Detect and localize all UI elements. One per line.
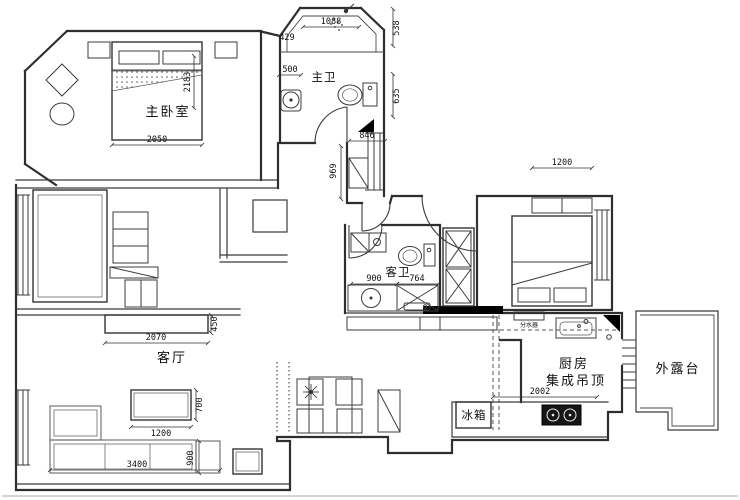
bath-vanity — [280, 89, 302, 112]
door-bedroom2 — [421, 195, 478, 252]
door-guest-bath — [348, 224, 383, 259]
door-entry — [361, 202, 391, 232]
label-fridge: 冰箱 — [462, 408, 487, 422]
dim-tv-depth: 450 — [210, 316, 220, 331]
window-bedroom2-left — [15, 194, 30, 296]
dim-gb-sink: 900 — [366, 274, 381, 284]
dim-gb-washer: 764 — [409, 274, 424, 284]
window-living-left — [15, 389, 30, 466]
bedroom-chair — [45, 63, 79, 97]
wall-niche-right — [214, 41, 238, 59]
wall-niche-left — [87, 41, 111, 59]
kitchen-corner-mark — [603, 315, 620, 332]
dim-table-depth: 700 — [195, 397, 205, 412]
walls — [2, 6, 738, 497]
guest-bath-toilet — [398, 243, 436, 267]
master-bed — [111, 41, 203, 141]
kitchen-slide-door — [492, 315, 618, 430]
dim-bed-length: 2183 — [183, 72, 193, 92]
second-bedroom-bed — [32, 189, 108, 303]
dining-cabinet — [377, 389, 401, 433]
dim-entry-window: 846 — [359, 131, 374, 141]
stove-icon — [541, 404, 582, 426]
tv-cabinet — [104, 314, 209, 334]
hall-counter — [346, 316, 498, 331]
second-bedroom-cabinet — [109, 211, 159, 308]
window-bedroom-right — [594, 209, 610, 281]
wardrobe — [442, 227, 475, 307]
dim-sofa-depth: 900 — [186, 450, 196, 465]
fridge-box — [455, 401, 492, 429]
doors — [314, 106, 478, 259]
manifold-box — [513, 311, 545, 321]
label-manifold: 分水器 — [520, 321, 538, 329]
dim-entry-side: 969 — [329, 163, 339, 178]
dim-kitchen-width: 2002 — [530, 387, 550, 397]
plant-icon — [303, 384, 319, 400]
bedroom2-closet — [531, 197, 593, 214]
bedroom-table — [49, 102, 75, 126]
entry-corner-mark — [358, 119, 374, 132]
shower-area — [286, 3, 377, 52]
coffee-table — [130, 389, 192, 421]
dim-b2-closet: 1200 — [552, 158, 572, 168]
entry-shoe-cabinet — [348, 157, 369, 189]
label-kitchen-ceiling: 集成吊顶 — [546, 373, 606, 389]
label-master-bath: 主卫 — [312, 70, 337, 84]
furniture — [32, 3, 618, 475]
basin-icon — [361, 288, 381, 308]
label-living-room: 客厅 — [157, 350, 187, 366]
solid-wall-mark — [423, 306, 503, 314]
dim-tv-width: 2070 — [146, 333, 166, 343]
window-kitchen-terrace — [622, 339, 636, 389]
label-guest-bath: 客卫 — [386, 265, 411, 279]
label-master-bedroom: 主卧室 — [145, 104, 190, 120]
dim-toilet-side: 635 — [392, 88, 402, 103]
dim-sofa-width: 3400 — [127, 460, 147, 470]
dim-bed-width: 2050 — [147, 135, 167, 145]
dim-table-width: 1200 — [151, 429, 171, 439]
dimensions: 1088 429 538 500 635 846 969 2050 2183 1… — [47, 6, 600, 476]
guest-bath-cabinet — [350, 232, 387, 253]
dim-vanity: 500 — [282, 65, 297, 75]
dining-set — [296, 376, 363, 434]
room-labels: 主卧室 主卫 客卫 客厅 厨房 集成吊顶 外露台 冰箱 分水器 — [145, 70, 700, 422]
dim-bath-chamfer: 429 — [279, 33, 294, 43]
bedroom2-bed — [511, 215, 593, 307]
windows — [15, 132, 636, 466]
wall-pillar — [252, 199, 288, 233]
bath-toilet — [337, 82, 378, 107]
removed-wall-dashes — [276, 362, 290, 433]
dim-bath-right: 538 — [392, 20, 402, 35]
kitchen-corner-dot — [606, 334, 612, 340]
label-terrace: 外露台 — [655, 362, 700, 377]
door-master-bath — [314, 106, 348, 144]
dim-bath-top: 1088 — [321, 17, 341, 27]
label-kitchen: 厨房 — [559, 356, 589, 372]
kitchen-sink — [555, 317, 597, 339]
side-table — [232, 448, 263, 475]
